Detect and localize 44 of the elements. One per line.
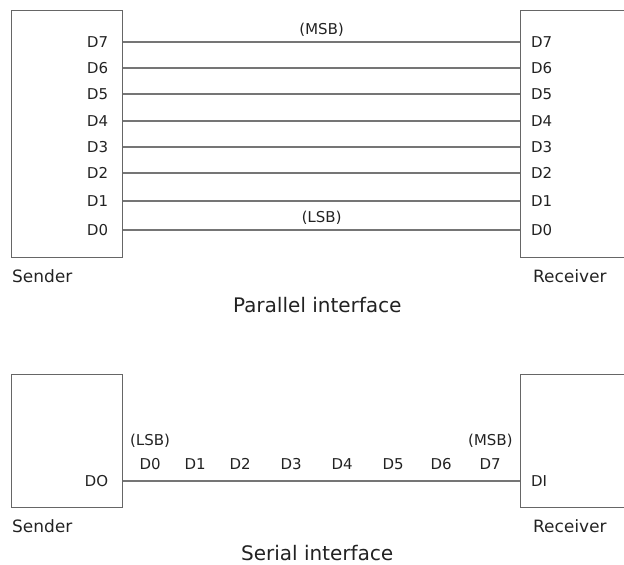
edge-label: (LSB) — [300, 209, 344, 225]
device-caption: Sender — [12, 517, 72, 537]
bit-label: D7 — [480, 455, 501, 473]
pin-label: D7 — [86, 32, 122, 52]
signal-line — [122, 41, 521, 43]
bit-label: (LSB) — [130, 431, 170, 449]
pin-label: D2 — [521, 163, 552, 183]
pin-label: D7 — [521, 32, 552, 52]
bit-label: D6 — [430, 455, 452, 473]
bit-label: D2 — [230, 455, 251, 473]
pin-label: D1 — [86, 191, 122, 211]
signal-line — [122, 120, 521, 122]
pin-label: D1 — [521, 191, 552, 211]
pin-label: DI — [521, 471, 547, 491]
pin-label: D6 — [86, 58, 122, 78]
pin-label: DO — [84, 471, 122, 491]
pin-label: D5 — [86, 84, 122, 104]
bit-label: D3 — [280, 455, 302, 473]
pin-label: D5 — [521, 84, 552, 104]
heading: Parallel interface — [233, 293, 402, 317]
device-caption: Sender — [12, 267, 72, 287]
device-caption: Receiver — [533, 267, 607, 287]
signal-line — [122, 93, 521, 95]
pin-label: D3 — [86, 137, 122, 157]
device-caption: Receiver — [533, 517, 607, 537]
pin-label: D0 — [521, 220, 552, 240]
signal-line — [122, 67, 521, 69]
bit-label: D5 — [382, 455, 404, 473]
pin-label: D6 — [521, 58, 552, 78]
bit-label: D4 — [332, 455, 353, 473]
signal-line — [122, 146, 521, 148]
signal-line — [122, 172, 521, 174]
pin-label: D4 — [86, 111, 122, 131]
signal-line — [122, 200, 521, 202]
pin-label: D0 — [86, 220, 122, 240]
bit-label: (MSB) — [468, 431, 512, 449]
signal-line — [122, 229, 521, 231]
bit-label: D0 — [140, 455, 161, 473]
pin-label: D3 — [521, 137, 552, 157]
heading: Serial interface — [241, 541, 394, 565]
pin-label: D2 — [86, 163, 122, 183]
pin-label: D4 — [521, 111, 552, 131]
bit-label: D1 — [184, 455, 206, 473]
signal-line — [122, 480, 521, 482]
